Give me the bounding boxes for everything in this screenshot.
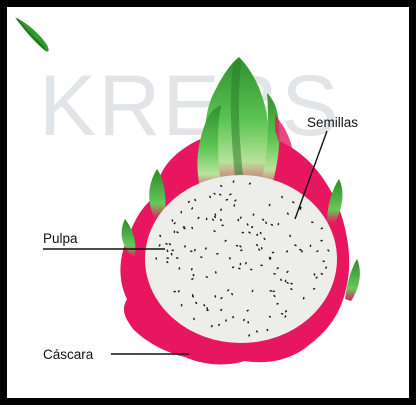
seed [310,245,312,248]
label-seeds: Semillas [307,115,358,130]
watermark-text: KREBS [39,58,341,154]
dragon-fruit-diagram: KREBS Semillas Pulpa Cáscara [7,7,409,398]
label-skin: Cáscara [43,347,94,362]
seed [221,225,224,227]
seed [183,226,186,228]
label-pulp: Pulpa [43,231,78,246]
corner-leaf-vein [17,19,45,49]
fruit-pulp [145,175,337,343]
